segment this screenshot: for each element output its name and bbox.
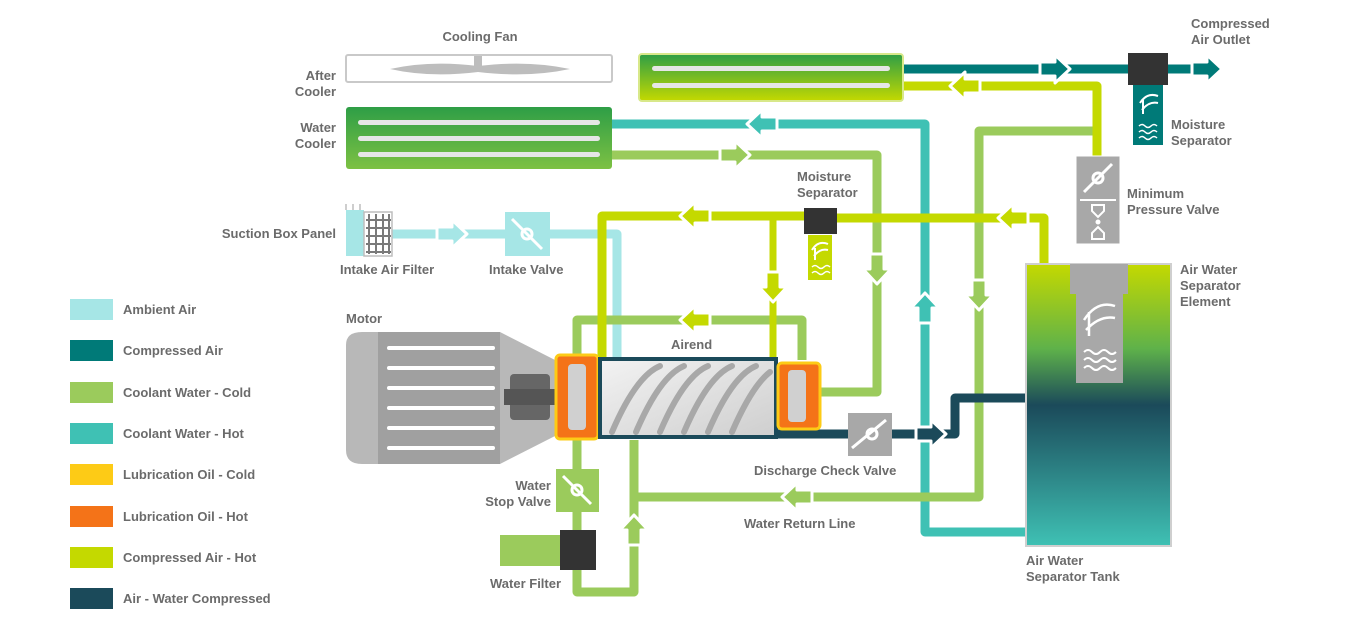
legend-label: Coolant Water - Hot [123, 426, 244, 442]
arrow-ambient-right [435, 218, 469, 250]
label-water-return-line: Water Return Line [744, 516, 856, 531]
arrow-coolant-cold-right [718, 139, 752, 171]
label-minimum-pressure-valve: Minimum Pressure Valve [1127, 186, 1220, 217]
legend-swatch-compressed-air [70, 340, 113, 362]
legend-label: Lubrication Oil - Hot [123, 508, 248, 524]
label-intake-air-filter: Intake Air Filter [340, 262, 435, 277]
legend-label: Compressed Air [123, 343, 223, 359]
arrow-coolant-hot-left [745, 108, 779, 140]
legend-label: Lubrication Oil - Cold [123, 467, 256, 483]
legend-swatch-coolant-hot [70, 423, 113, 445]
label-water-stop-valve: Water Stop Valve [485, 478, 551, 509]
legend-swatch-oil-hot [70, 505, 113, 527]
legend-swatch-oil-cold [70, 464, 113, 486]
moisture-separator-right [1133, 85, 1163, 145]
label-intake-valve: Intake Valve [489, 262, 564, 277]
legend-swatch-air-water [70, 588, 113, 610]
label-water-cooler: Water Cooler [294, 120, 336, 151]
arrow-compressed-hot-left-loop [678, 200, 712, 232]
legend-swatch-compressed-air-hot [70, 546, 113, 568]
arrow-compressed-right-1 [1038, 53, 1072, 85]
arrow-coolant-hot-up [909, 291, 941, 325]
legend: Ambient Air Compressed Air Coolant Water… [70, 289, 330, 619]
legend-label: Air - Water Compressed [123, 591, 271, 607]
label-suction-box-panel: Suction Box Panel [221, 226, 336, 241]
label-compressed-air-outlet: Compressed Air Outlet [1191, 16, 1270, 47]
arrow-water-return-left [780, 481, 814, 513]
cooling-fan [345, 54, 613, 83]
motor [346, 332, 560, 464]
legend-item: Coolant Water - Hot [70, 413, 330, 454]
legend-swatch-ambient-air [70, 299, 113, 321]
legend-item: Lubrication Oil - Hot [70, 495, 330, 536]
pipe-compressed-hot-cooler [902, 81, 1102, 160]
legend-label: Ambient Air [123, 302, 197, 318]
legend-swatch-coolant-cold [70, 381, 113, 403]
intake-valve [505, 212, 550, 256]
legend-item: Lubrication Oil - Cold [70, 454, 330, 495]
legend-label: Coolant Water - Cold [123, 384, 252, 400]
arrow-water-up [618, 513, 650, 547]
arrow-compressed-hot-left-airend [678, 304, 712, 336]
after-cooler-top [638, 53, 904, 102]
flow-arrows [435, 53, 1224, 547]
arrow-air-water-right [914, 418, 948, 450]
label-air-water-separator-tank: Air Water Separator Tank [1026, 553, 1120, 584]
pipe-compressed-hot-tank [835, 213, 1049, 266]
arrow-coolant-cold-down [861, 252, 893, 286]
label-motor: Motor [346, 311, 383, 326]
label-cooling-fan: Cooling Fan [442, 29, 518, 44]
arrow-compressed-right-2 [1190, 53, 1224, 85]
label-after-cooler: After Cooler [294, 68, 336, 99]
arrow-compressed-hot-down [757, 270, 789, 304]
legend-item: Compressed Air - Hot [70, 537, 330, 578]
legend-item: Compressed Air [70, 330, 330, 371]
legend-item: Air - Water Compressed [70, 578, 330, 619]
arrow-compressed-hot-left-mid [996, 202, 1030, 234]
water-filter [500, 530, 596, 570]
pipe-compressed-hot-loop [597, 211, 805, 360]
intake-air-filter [345, 204, 393, 257]
minimum-pressure-valve [1075, 155, 1121, 245]
label-airend: Airend [671, 337, 713, 352]
water-stop-valve [556, 469, 599, 512]
label-air-water-separator-element: Air Water Separator Element [1180, 262, 1241, 309]
label-moisture-separator-mid: Moisture Separator [797, 169, 858, 200]
label-discharge-check-valve: Discharge Check Valve [754, 463, 897, 478]
arrow-compressed-hot-left-top [948, 70, 982, 102]
moisture-separator-mid [804, 208, 837, 280]
airend [554, 353, 822, 441]
discharge-check-valve [848, 413, 892, 456]
arrow-water-return-down [963, 278, 995, 312]
label-water-filter: Water Filter [490, 576, 562, 591]
legend-label: Compressed Air - Hot [123, 549, 257, 565]
pipe-water-return [629, 126, 1094, 502]
legend-item: Coolant Water - Cold [70, 372, 330, 413]
water-cooler [346, 107, 612, 169]
label-moisture-separator-right: Moisture Separator [1171, 117, 1232, 148]
air-water-separator-tank [1025, 263, 1172, 547]
legend-item: Ambient Air [70, 289, 330, 330]
outlet-block [1128, 53, 1168, 85]
